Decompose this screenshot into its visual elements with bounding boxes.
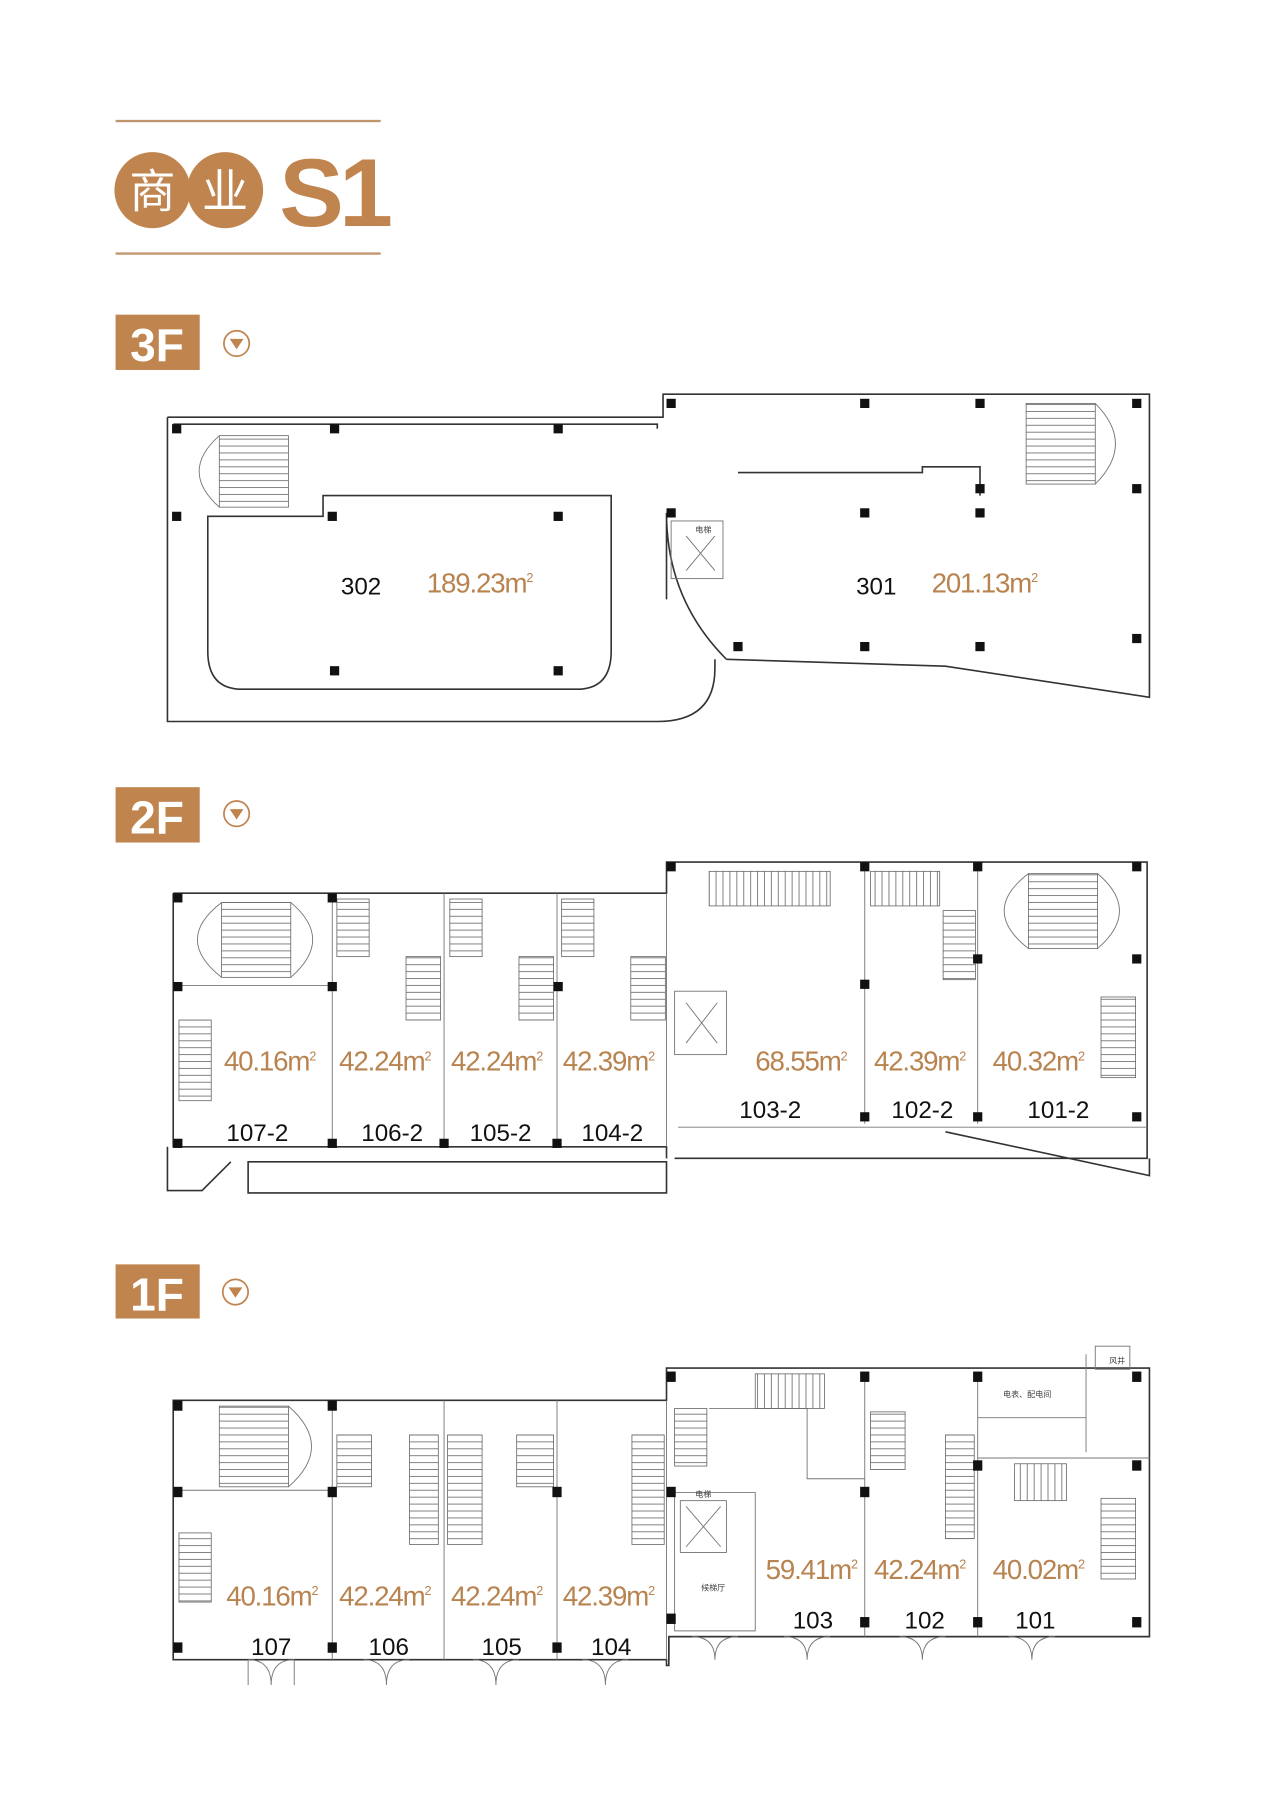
title-char-2: 业 [202,165,248,217]
unit-area: 201.13m2 [932,567,1039,598]
unit-labels-2f: 40.16m2 42.24m2 42.24m2 42.39m2 68.55m2 … [224,1046,1089,1147]
entrance-doors [247,1636,1055,1686]
floor-label: 2F [130,791,184,843]
title-char-1: 商 [129,165,175,217]
title-badge-2 [187,152,264,229]
unit-area: 42.24m2 [451,1046,543,1077]
unit-number: 106-2 [361,1120,423,1147]
unit-area: 42.39m2 [563,1581,655,1612]
unit-area: 68.55m2 [755,1046,847,1077]
unit-number: 105-2 [470,1120,532,1147]
unit-area: 40.02m2 [993,1554,1085,1585]
unit-number: 301 [856,574,896,601]
unit-area: 59.41m2 [766,1554,858,1585]
chevron-down-circle-icon[interactable] [223,800,251,828]
floor-label-box [115,1264,200,1319]
unit-area: 42.24m2 [874,1554,966,1585]
floor-plan-3f: 电梯 [166,393,1151,723]
unit-number: 106 [369,1634,409,1661]
floor-label-box [115,314,200,370]
unit-number: 103-2 [739,1097,801,1124]
floor-label-box [115,787,200,843]
unit-number: 103 [793,1608,833,1635]
unit-area: 42.24m2 [451,1581,543,1612]
floor-1f-section: 1F [115,1264,1151,1686]
unit-area: 42.24m2 [339,1046,431,1077]
unit-number: 102-2 [891,1097,953,1124]
unit-area: 42.24m2 [339,1581,431,1612]
chevron-down-circle-icon[interactable] [223,329,251,358]
unit-area: 42.39m2 [563,1046,655,1077]
elevator-label: 电梯 [695,1489,711,1499]
unit-number: 107 [251,1634,291,1661]
floor-3f-section: 3F 电梯 [115,314,1151,723]
unit-number: 302 [341,574,381,601]
unit-number: 104 [591,1634,631,1661]
hall-label: 候梯厅 [701,1583,725,1593]
unit-labels-1f: 40.16m2 42.24m2 42.24m2 42.39m2 59.41m2 … [226,1554,1086,1661]
floor-label: 1F [130,1268,184,1320]
unit-number: 104-2 [581,1120,643,1147]
power-room-label: 电表、配电间 [1003,1389,1051,1399]
unit-number: 105 [482,1634,522,1661]
chevron-down-circle-icon[interactable] [221,1278,249,1306]
page-header: 商 业 S1 [114,119,396,255]
elevator-label: 电梯 [695,524,711,534]
floor-2f-section: 2F [115,787,1151,1194]
header-top-rule [115,119,381,123]
unit-area: 40.16m2 [224,1046,316,1077]
unit-number: 101-2 [1027,1097,1089,1124]
unit-number: 102 [905,1608,945,1635]
header-bottom-rule [115,252,381,255]
building-code: S1 [279,138,391,247]
unit-area: 40.16m2 [226,1581,318,1612]
floor-plan-1f: 电梯 候梯厅 电表、配电间 风井 [172,1345,1151,1686]
floor-label: 3F [130,319,184,371]
unit-area: 42.39m2 [874,1046,966,1077]
floor-plan-2f [166,861,1151,1194]
shaft-label: 风井 [1109,1355,1125,1365]
unit-number: 101 [1015,1608,1055,1635]
unit-area: 189.23m2 [427,567,534,598]
unit-number: 107-2 [226,1120,288,1147]
title-badge-1 [114,152,191,229]
unit-area: 40.32m2 [993,1046,1085,1077]
